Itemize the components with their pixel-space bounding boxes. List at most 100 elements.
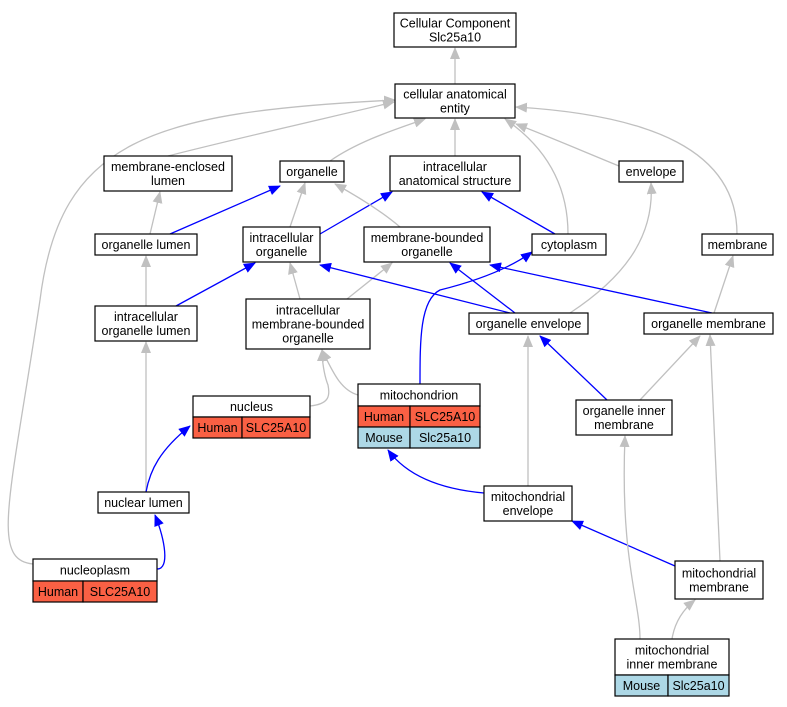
edge-mim-to-oim-is-a: [619, 435, 641, 640]
node-label: intracellular: [114, 310, 178, 324]
node-label: mitochondrial: [635, 644, 709, 658]
node-nl[interactable]: nuclear lumen: [97, 491, 190, 514]
edge-mm-to-me-part-of: [571, 520, 676, 567]
node-box: [245, 298, 371, 350]
node-label: membrane: [594, 418, 654, 432]
edge-oim-to-om-is-a: [639, 335, 701, 401]
edge-mim-to-mm-is-a: [671, 599, 696, 640]
node-box: [531, 233, 607, 256]
node-oe[interactable]: organelle envelope: [468, 312, 589, 335]
edge-ol-to-organelle-part-of: [169, 185, 281, 235]
gene-cell: [667, 674, 730, 697]
species-label: Mouse: [365, 431, 403, 445]
node-cytoplasm[interactable]: cytoplasm: [531, 233, 607, 256]
node-label: Slc25a10: [429, 31, 481, 45]
node-box: [279, 160, 345, 183]
edge-mbo-to-organelle-is-a: [334, 183, 401, 228]
gene-cell: [241, 416, 311, 439]
node-label: envelope: [503, 504, 554, 518]
edge-me-to-mito-part-of: [387, 449, 485, 494]
node-label: membrane: [708, 238, 768, 252]
annotation-row-mouse: Mouse Slc25a10: [357, 426, 481, 449]
edge-cytoplasm-to-cae-is-a: [504, 118, 569, 235]
edge-np-to-cae-is-a: [7, 95, 396, 565]
edge-io-to-ias-part-of: [319, 191, 393, 235]
edge-mito-to-cytoplasm-part-of: [419, 251, 533, 385]
node-label: organelle: [401, 245, 452, 259]
node-organelle[interactable]: organelle: [279, 160, 345, 183]
edge-io-to-organelle-is-a: [289, 182, 307, 228]
node-box: [94, 305, 198, 342]
edge-om-to-membrane-is-a: [713, 255, 735, 314]
species-label: Mouse: [623, 679, 661, 693]
node-label: cellular anatomical: [403, 88, 507, 102]
edge-om-to-mbo-part-of: [489, 262, 713, 314]
annotation-row-human: Human SLC25A10: [357, 405, 481, 428]
edge-nl-to-nucleus-part-of: [145, 425, 191, 493]
edge-mel-to-cae-is-a: [167, 99, 395, 157]
node-label: organelle lumen: [102, 238, 191, 252]
node-box: [389, 155, 521, 192]
gene-cell: [82, 580, 158, 603]
edge-iol-to-io-part-of: [175, 262, 256, 307]
node-label: envelope: [626, 165, 677, 179]
node-box: [674, 560, 764, 600]
node-om[interactable]: organelle membrane: [643, 312, 774, 335]
node-label: nuclear lumen: [104, 496, 183, 510]
node-label: organelle: [282, 332, 333, 346]
edges-layer: [7, 47, 738, 640]
edge-organelle-to-cae-is-a: [329, 118, 426, 162]
node-label: Cellular Component: [400, 17, 511, 31]
node-label: nucleoplasm: [60, 564, 130, 578]
node-box: [618, 160, 684, 183]
species-label: Human: [38, 585, 78, 599]
edge-imbo-to-io-is-a: [288, 262, 301, 300]
node-box: [701, 233, 774, 256]
node-envelope[interactable]: envelope: [618, 160, 684, 183]
node-label: organelle membrane: [651, 317, 766, 331]
node-label: membrane-bounded: [371, 231, 484, 245]
species-label: Human: [197, 421, 237, 435]
node-label: organelle: [256, 245, 307, 259]
node-box: [103, 155, 233, 192]
edge-ol-to-mel-is-a: [149, 191, 163, 235]
node-ol[interactable]: organelle lumen: [94, 233, 198, 256]
node-box: [94, 233, 198, 256]
node-box: [363, 226, 491, 263]
gene-cell: [409, 426, 481, 449]
node-label: anatomical structure: [399, 174, 512, 188]
node-label: membrane-bounded: [252, 318, 365, 332]
node-label: mitochondrial: [491, 490, 565, 504]
edge-oe-to-io-part-of: [319, 262, 511, 314]
node-label: membrane-enclosed: [111, 160, 225, 174]
node-box: [242, 226, 321, 263]
node-label: organelle lumen: [102, 324, 191, 338]
node-box: [575, 399, 673, 436]
node-label: nucleus: [230, 400, 273, 414]
node-label: intracellular: [250, 231, 314, 245]
gene-label: Slc25a10: [419, 431, 471, 445]
node-box: [643, 312, 774, 335]
node-box: [393, 12, 517, 48]
gene-label: SLC25A10: [415, 410, 476, 424]
node-membrane[interactable]: membrane: [701, 233, 774, 256]
species-label: Human: [364, 410, 404, 424]
